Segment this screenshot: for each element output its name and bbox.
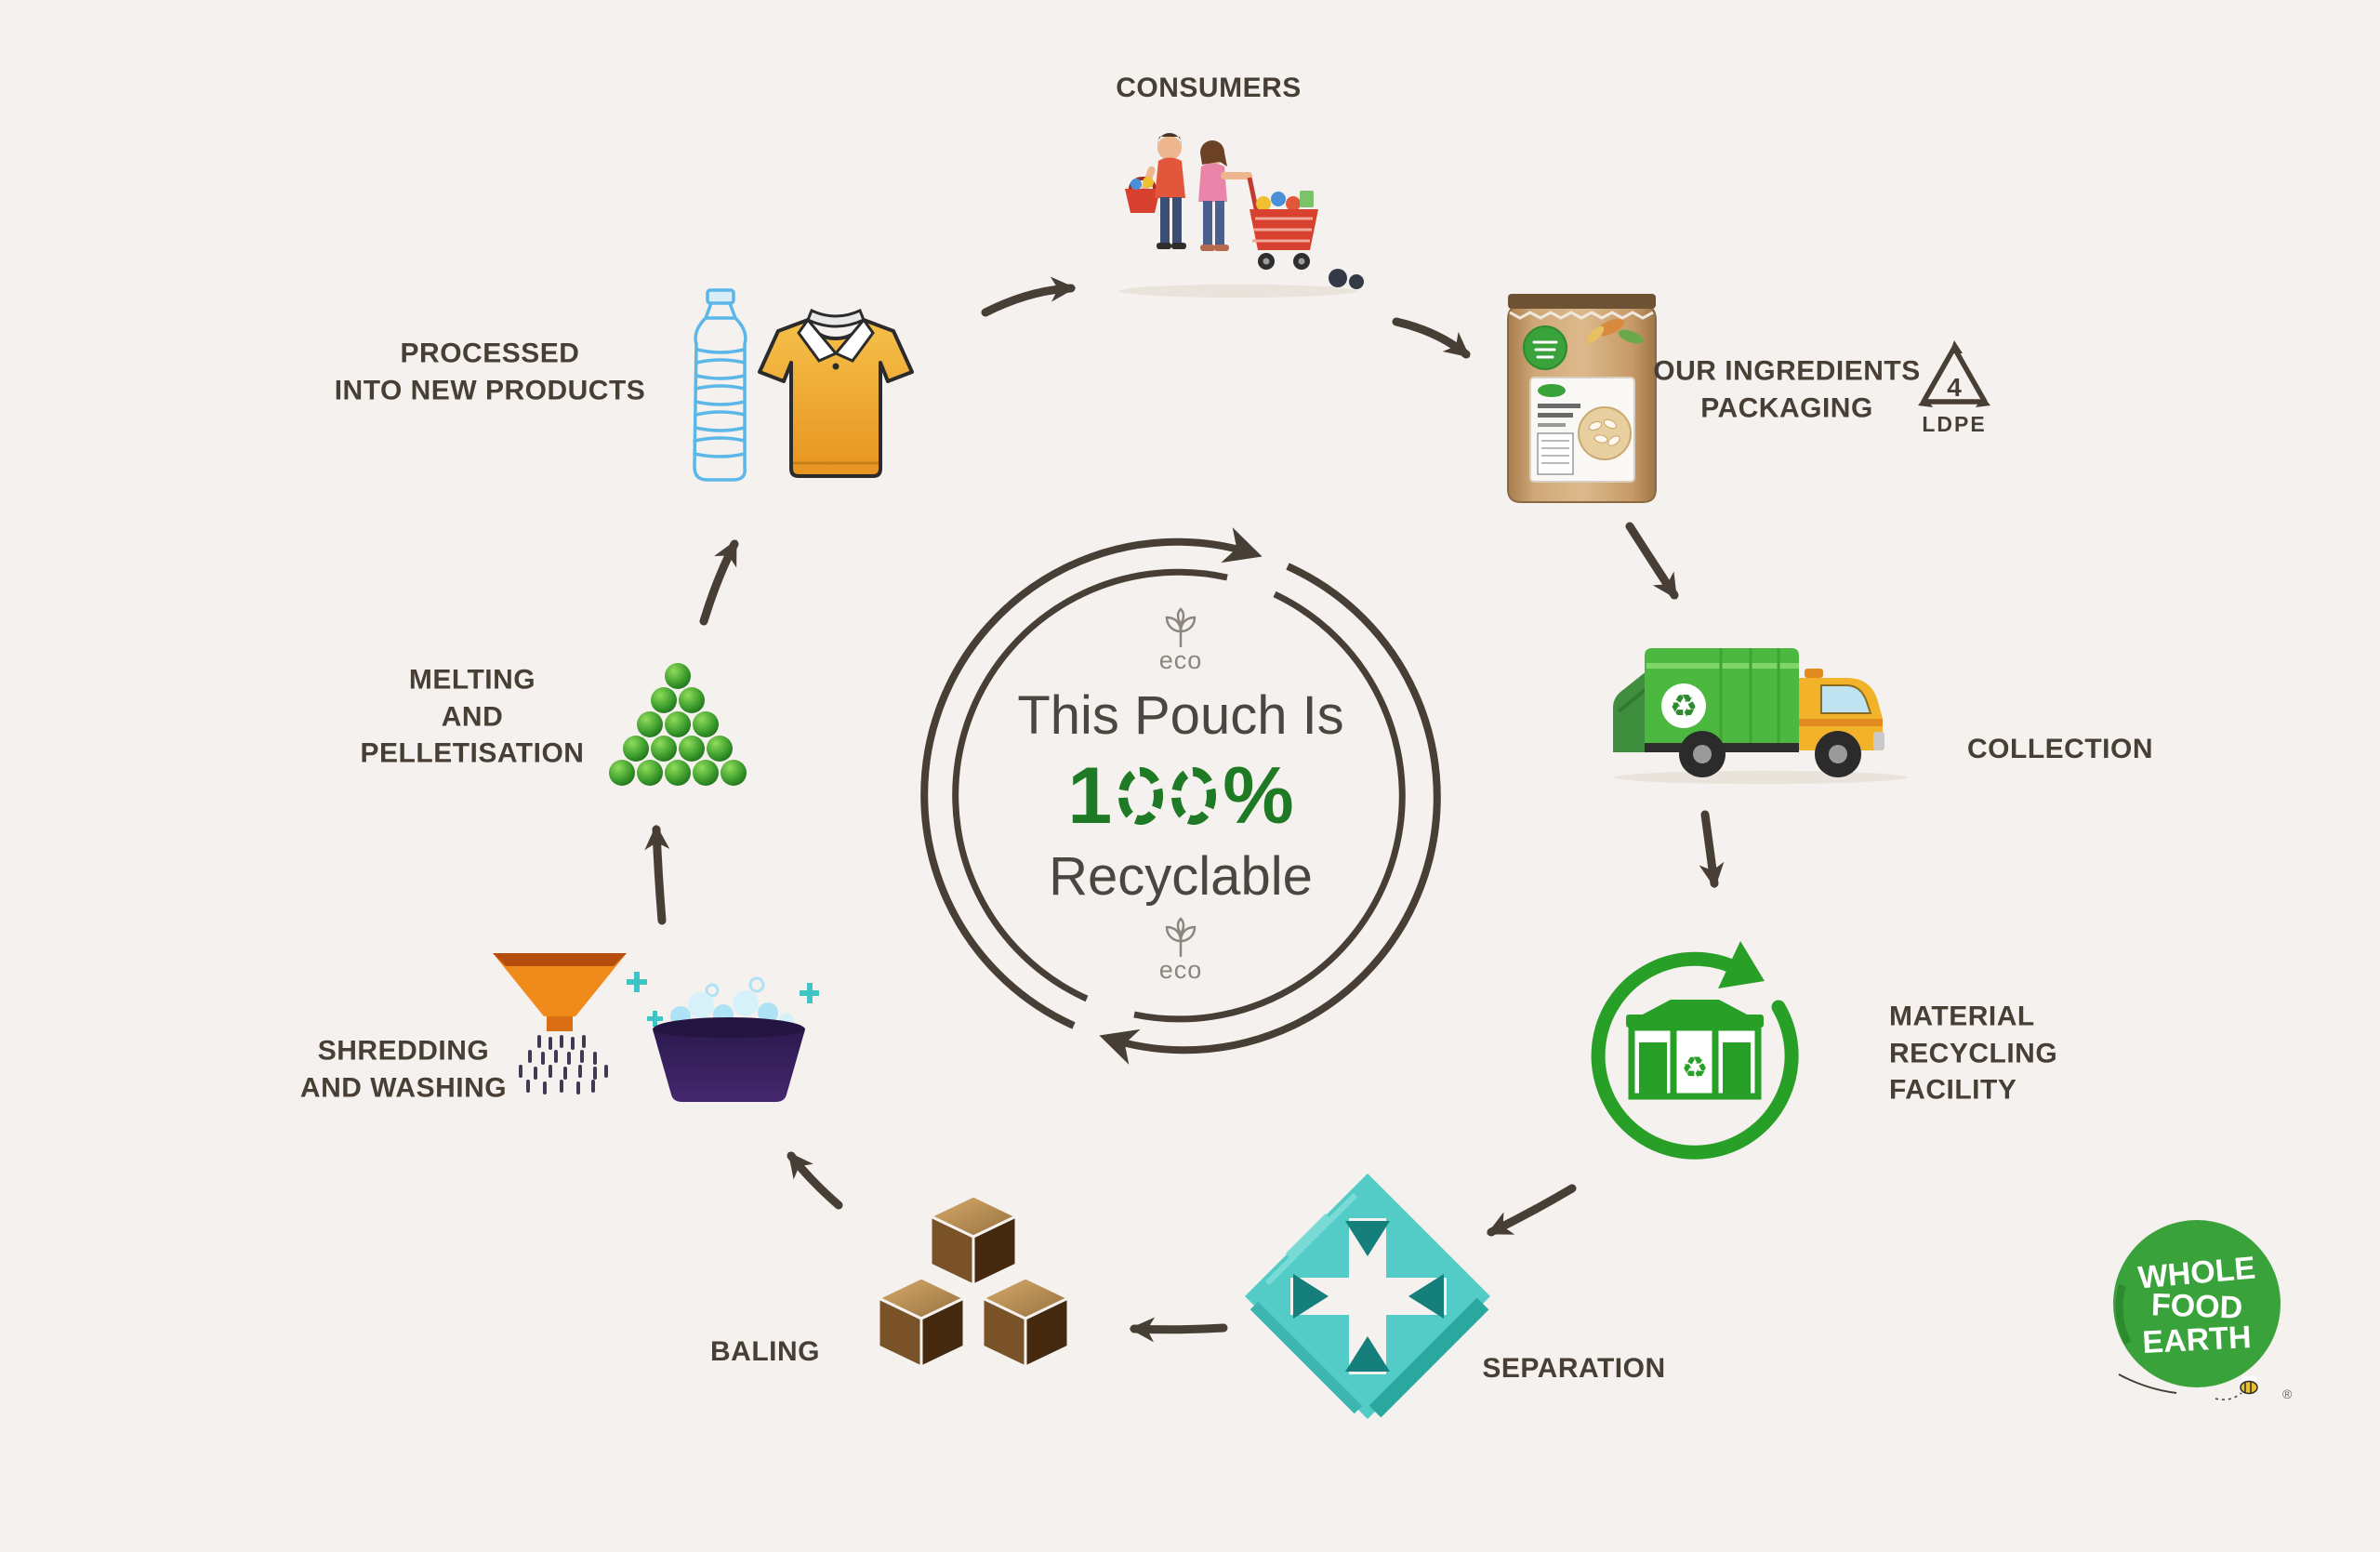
arrow-packaging-to-collection xyxy=(1625,522,1679,600)
eco-label: eco xyxy=(1158,646,1203,674)
resin-code: LDPE xyxy=(1922,412,1986,436)
resin-number: 4 xyxy=(1947,373,1962,402)
logo-circle xyxy=(2113,1220,2281,1387)
recycling-triangle-icon xyxy=(1921,345,1988,405)
label-consumers: CONSUMERS xyxy=(1116,73,1302,104)
label-melting: MELTING AND PELLETISATION xyxy=(360,664,585,769)
ldpe-resin-symbol: 4 LDPE xyxy=(1912,337,1996,441)
eco-sprout-icon xyxy=(1165,917,1197,958)
eco-badge-top: eco xyxy=(1151,607,1210,675)
facility-cycle-arrow xyxy=(1591,951,1799,1160)
arrow-separation-to-baling xyxy=(1129,1317,1228,1343)
polo-shirt-icon xyxy=(758,308,914,478)
label-separation: SEPARATION xyxy=(1482,1353,1666,1385)
arrow-baling-to-shredding xyxy=(787,1151,843,1210)
pouch-brand-circle xyxy=(1523,325,1567,370)
eco-badge-bottom: eco xyxy=(1151,917,1210,985)
label-shredding: SHREDDING AND WASHING xyxy=(299,1035,508,1103)
percent-digit-one: 1 xyxy=(1067,751,1113,841)
shredder-funnel xyxy=(493,953,627,1031)
claim-line-3: Recyclable xyxy=(1049,846,1313,907)
label-processed: PROCESSED INTO NEW PRODUCTS xyxy=(334,338,646,405)
center-cycle-ring xyxy=(920,527,1441,1065)
arrow-melting-to-products xyxy=(699,539,739,626)
pellet-pyramid-icon xyxy=(598,647,758,789)
water-bottle-icon xyxy=(693,288,747,482)
facility-building: ♻ xyxy=(1626,1000,1764,1100)
percent-value: 1 % xyxy=(1067,756,1293,836)
pellets xyxy=(609,663,747,786)
arrow-products-to-consumers xyxy=(981,276,1077,317)
man-shopper-icon xyxy=(1125,133,1186,249)
pouch-top-seal xyxy=(1508,294,1656,309)
new-products-icon xyxy=(659,285,936,493)
pouch-zigzag xyxy=(1509,311,1654,320)
sparkle-icons xyxy=(627,972,819,1027)
shopping-cart-icon xyxy=(1247,177,1318,270)
logo-line-3: EARTH xyxy=(2141,1320,2252,1360)
percent-sign: % xyxy=(1223,751,1294,841)
bocce-balls-icon xyxy=(1329,269,1364,289)
recycle-emblem: ♻ xyxy=(1670,688,1698,725)
eco-label: eco xyxy=(1158,956,1203,984)
triangle-arrow-left xyxy=(1918,396,1933,407)
whole-food-earth-logo: WHOLE FOOD EARTH ® xyxy=(2106,1214,2296,1405)
triangle-arrow-right xyxy=(1976,396,1990,407)
separation-icon xyxy=(1239,1167,1497,1426)
woman-shopper-icon xyxy=(1198,140,1252,251)
pouch-leaf-art xyxy=(1586,318,1644,344)
facility-arrowhead xyxy=(1718,941,1765,988)
registered-mark: ® xyxy=(2282,1386,2293,1401)
ground-shadow xyxy=(1119,285,1357,298)
eco-sprout-icon xyxy=(1165,607,1197,648)
arrow-collection-to-facility xyxy=(1699,810,1725,889)
shredding-washing-icon xyxy=(485,936,819,1118)
label-packaging: OUR INGREDIENTS PACKAGING xyxy=(1653,355,1921,423)
shredded-strips xyxy=(519,1035,608,1094)
recycling-facility-icon: ♻ xyxy=(1578,936,1813,1174)
label-collection: COLLECTION xyxy=(1967,734,2153,765)
center-claim: eco This Pouch Is 1 % Recyclable eco xyxy=(958,607,1404,985)
label-baling: BALING xyxy=(710,1336,820,1368)
arrow-shredding-to-melting xyxy=(644,824,670,925)
washing-basin xyxy=(653,976,805,1102)
pouch-label xyxy=(1529,377,1635,483)
recycled-zero-icon xyxy=(1171,767,1217,825)
bee-icon xyxy=(2215,1375,2258,1400)
triangle-arrow-top xyxy=(1950,340,1963,353)
logo-scribble xyxy=(2118,1373,2177,1394)
baling-icon xyxy=(851,1183,1097,1387)
label-facility: MATERIAL RECYCLING FACILITY xyxy=(1889,1001,2058,1106)
bale-cubes xyxy=(877,1194,1070,1369)
consumers-illustration xyxy=(1108,120,1370,300)
arrow-consumers-to-packaging xyxy=(1392,317,1471,359)
facility-recycle-glyph: ♻ xyxy=(1682,1050,1709,1085)
logo-brush-texture xyxy=(2115,1283,2132,1345)
garbage-truck-icon: ♻ xyxy=(1598,613,1917,789)
pouch-illustration xyxy=(1501,277,1663,511)
arrow-facility-to-separation xyxy=(1487,1184,1577,1237)
recycled-zero-icon xyxy=(1118,767,1164,825)
claim-line-1: This Pouch Is xyxy=(1017,685,1344,746)
logo-line-2: FOOD xyxy=(2150,1287,2242,1325)
